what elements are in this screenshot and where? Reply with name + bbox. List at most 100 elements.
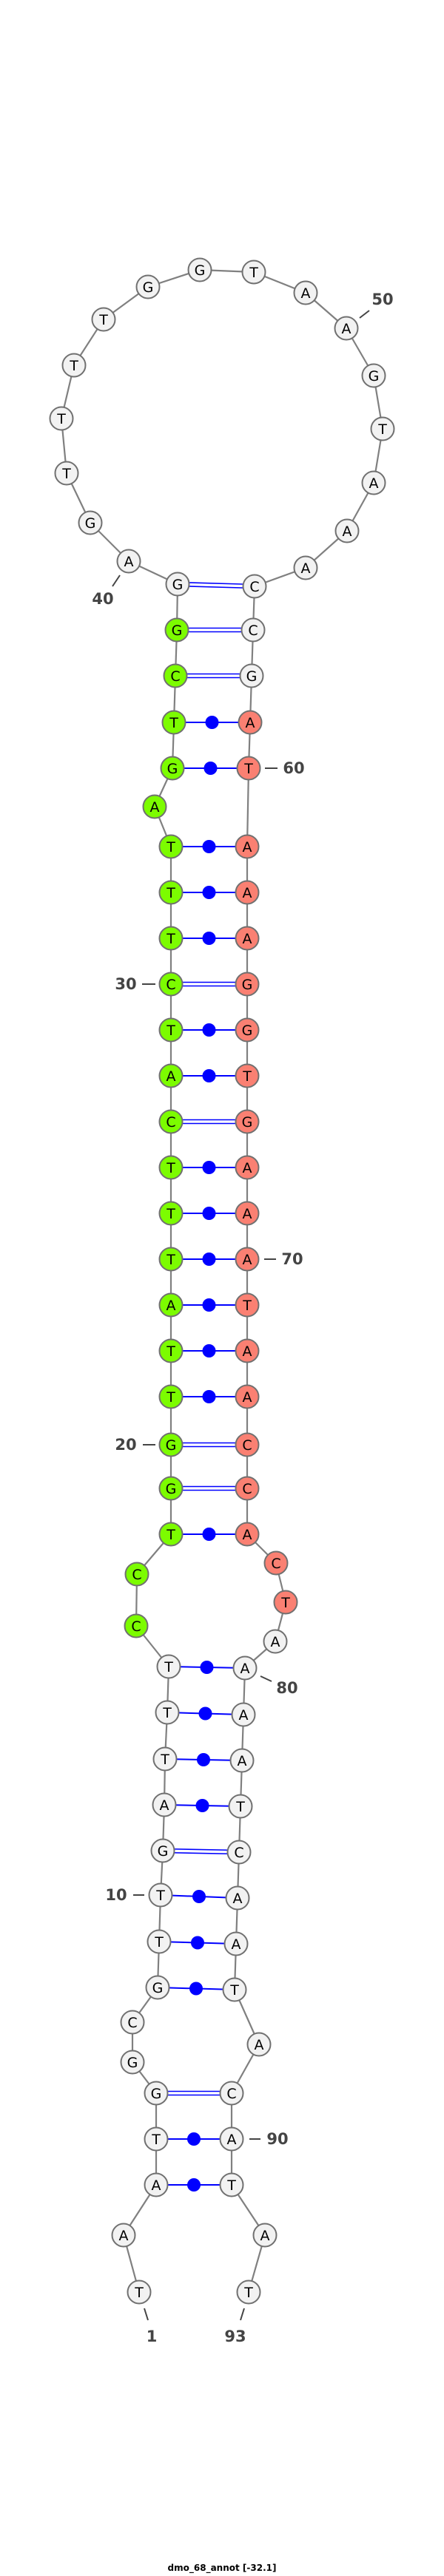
pair-dot [187,2132,201,2146]
nucleotide-5: G [144,2081,169,2106]
nucleotide-circle [158,1384,184,1409]
nucleotide-circle [158,1155,184,1180]
nucleotide-40: A [116,549,141,574]
nucleotide-circle [235,1109,260,1134]
nucleotide-76: A [235,1522,260,1547]
nucleotide-circle [235,1201,260,1226]
nucleotide-base: C [249,579,259,595]
nucleotide-24: T [158,1247,184,1272]
nucleotide-25: T [158,1201,184,1226]
nucleotide-circle [158,1292,184,1318]
base-pair [156,2132,232,2146]
nucleotide-69: A [235,1201,260,1226]
nucleotide-circle [334,518,360,543]
nucleotide-base: T [235,1799,245,1815]
nucleotide-base: T [229,1982,239,1999]
nucleotide-base: A [239,1707,249,1723]
nucleotide-base: C [127,2015,137,2031]
nucleotides: TAATGGCGTTGATTTCCTGGTTATTTCATCTTTAGTCGGA… [49,257,395,2305]
nucleotide-90: A [219,2126,244,2152]
nucleotide-68: A [235,1155,260,1180]
nucleotide-circle [252,2223,278,2248]
nucleotide-circle [240,617,266,643]
nucleotide-circle [361,363,386,388]
pair-dot [204,762,218,775]
nucleotide-circle [361,470,386,495]
nucleotide-base: T [226,2177,236,2194]
nucleotide-circle [263,1550,289,1576]
nucleotide-base: C [131,1619,141,1635]
nucleotide-base: T [166,1160,175,1176]
nucleotide-57: C [240,617,266,643]
nucleotide-base: C [248,623,258,639]
nucleotide-base: G [369,368,380,384]
pair-dot [202,1161,216,1174]
nucleotide-base: G [167,761,178,777]
nucleotide-circle [116,549,141,574]
nucleotide-base: C [170,668,180,685]
nucleotide-base: T [160,1752,169,1768]
nucleotide-3: A [144,2172,169,2197]
nucleotide-77: C [263,1550,289,1576]
base-pair [171,886,247,899]
base-pair [171,1344,247,1358]
nucleotide-circle [235,1384,260,1409]
position-label-70: 70 [264,1250,303,1268]
nucleotide-circle [242,574,267,599]
nucleotide-base: T [166,931,175,947]
base-pair [177,627,253,633]
base-pair [171,1253,247,1266]
backbone-bond [246,767,250,847]
nucleotide-circle [158,1432,184,1457]
nucleotide-83: T [228,1794,253,1819]
nucleotide-base: G [172,623,183,639]
pair-dot [205,716,219,729]
nucleotide-circle [219,2126,244,2152]
nucleotide-30: C [158,972,184,997]
nucleotide-93: T [236,2280,261,2305]
pair-dot [187,2178,201,2192]
base-pair [162,1848,240,1855]
nucleotide-circle [78,510,103,535]
nucleotide-39: G [165,572,190,597]
nucleotide-circle [158,1017,184,1043]
nucleotide-base: T [166,1343,175,1360]
nucleotide-base: T [249,265,258,281]
pair-dot [202,886,216,899]
pair-dot [195,1799,209,1812]
position-label-80: 80 [260,1675,298,1697]
position-label-90: 90 [249,2130,289,2148]
nucleotide-base: A [166,1068,176,1085]
nucleotide-18: T [158,1522,184,1547]
nucleotide-circle [152,1746,178,1772]
label-tick [260,1675,272,1682]
label-tick [240,2308,245,2321]
nucleotide-base: T [166,1389,175,1406]
nucleotide-82: A [229,1748,255,1773]
nucleotide-71: T [235,1292,260,1318]
nucleotide-base: A [233,1891,243,1907]
pair-dot [192,1890,206,1903]
nucleotide-54: A [334,518,360,543]
nucleotide-base: A [243,931,252,947]
nucleotide-43: T [49,406,74,431]
nucleotide-2: A [111,2223,136,2248]
nucleotide-base: A [243,1160,252,1176]
nucleotide-45: T [91,307,116,332]
position-number: 90 [266,2130,288,2148]
nucleotide-circle [144,2172,169,2197]
nucleotide-base: G [242,1114,253,1131]
base-pair [164,1753,243,1766]
base-pair [177,581,255,589]
nucleotide-61: A [235,834,260,859]
nucleotide-circle [226,1840,252,1865]
nucleotide-base: T [166,1527,175,1543]
nucleotide-34: A [142,794,167,819]
nucleotide-circle [147,1929,172,1954]
nucleotide-base: A [246,715,255,731]
nucleotide-78: T [273,1590,298,1615]
base-pair [156,2090,232,2096]
